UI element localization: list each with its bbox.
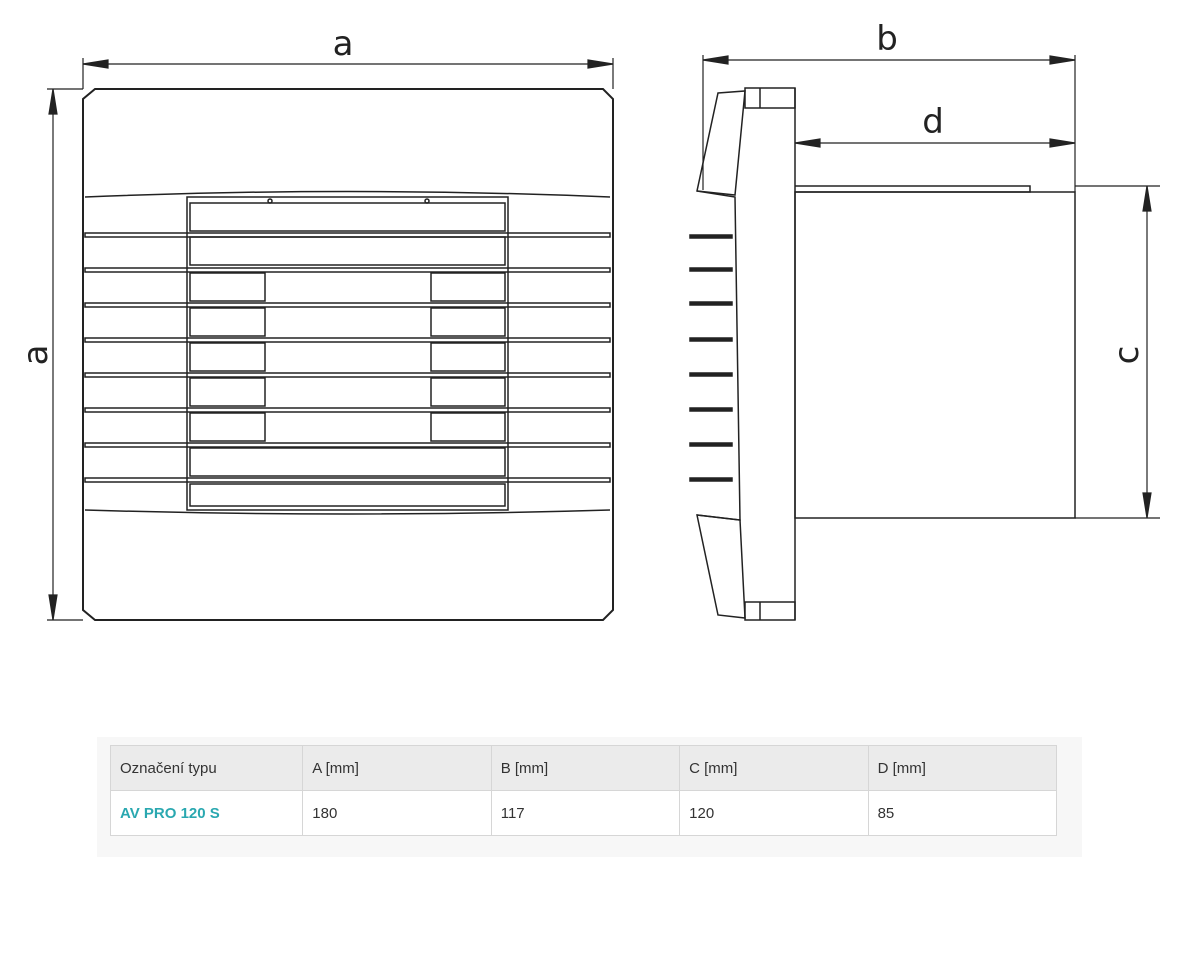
header-b: B [mm] bbox=[490, 745, 681, 791]
cell-c: 120 bbox=[679, 790, 869, 836]
grille-block bbox=[430, 342, 506, 372]
grille-slat bbox=[84, 477, 611, 483]
side-slat bbox=[689, 234, 733, 239]
table-row: AV PRO 120 S 180 117 120 85 bbox=[109, 790, 1058, 836]
grille-block bbox=[430, 377, 506, 407]
dimension-label-b: b bbox=[876, 19, 898, 59]
dimension-drawing: a a b d c bbox=[16, 19, 1160, 621]
grille-block bbox=[189, 272, 266, 302]
side-slat bbox=[689, 477, 733, 482]
grille-block bbox=[189, 236, 506, 266]
dimension-label-d: d bbox=[922, 102, 944, 142]
side-slat bbox=[689, 442, 733, 447]
side-slat bbox=[689, 372, 733, 377]
grille-slat bbox=[84, 407, 611, 413]
grille-block bbox=[430, 272, 506, 302]
side-slat bbox=[689, 337, 733, 342]
dimensions-table-panel: Označení typu A [mm] B [mm] C [mm] D [mm… bbox=[97, 737, 1082, 857]
grille-slat bbox=[84, 372, 611, 378]
dimensions-table: Označení typu A [mm] B [mm] C [mm] D [mm… bbox=[109, 745, 1058, 836]
grille-block bbox=[189, 342, 266, 372]
grille-slat bbox=[84, 442, 611, 448]
grille-block bbox=[189, 307, 266, 337]
dimension-label-a-top: a bbox=[333, 24, 354, 64]
dimension-label-a-side: a bbox=[16, 345, 56, 366]
side-slat bbox=[689, 301, 733, 306]
dimension-lines bbox=[47, 55, 1160, 621]
header-c: C [mm] bbox=[679, 745, 869, 791]
cell-a: 180 bbox=[302, 790, 492, 836]
cell-d: 85 bbox=[867, 790, 1058, 836]
side-view bbox=[689, 87, 1076, 621]
header-a: A [mm] bbox=[302, 745, 492, 791]
grille-slat bbox=[84, 337, 611, 343]
header-type: Označení typu bbox=[109, 745, 304, 791]
grille-block bbox=[430, 412, 506, 442]
dimension-label-c: c bbox=[1107, 346, 1147, 365]
grille-block bbox=[189, 412, 266, 442]
side-slat bbox=[689, 267, 733, 272]
front-view bbox=[82, 88, 614, 621]
side-slat bbox=[689, 407, 733, 412]
header-d: D [mm] bbox=[867, 745, 1058, 791]
model-link[interactable]: AV PRO 120 S bbox=[109, 790, 304, 836]
grille-slat bbox=[84, 302, 611, 308]
table-header-row: Označení typu A [mm] B [mm] C [mm] D [mm… bbox=[109, 745, 1058, 791]
grille-slat bbox=[84, 267, 611, 273]
grille-block bbox=[189, 377, 266, 407]
grille-block bbox=[430, 307, 506, 337]
grille-block bbox=[189, 483, 506, 507]
grille-block bbox=[189, 447, 506, 477]
cell-b: 117 bbox=[490, 790, 681, 836]
